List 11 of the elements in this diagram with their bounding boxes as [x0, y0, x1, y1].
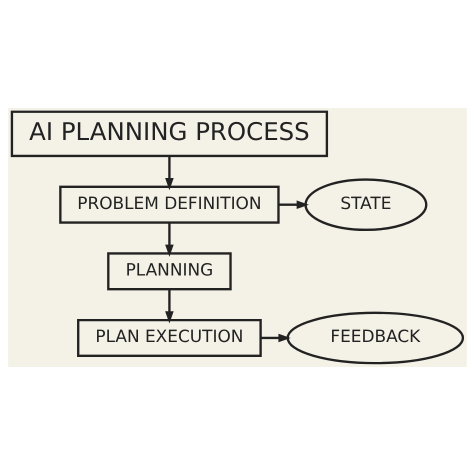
node-box: PROBLEM DEFINITION	[59, 186, 280, 224]
node-box: PLANNING	[107, 252, 232, 290]
node-ellipse: STATE	[304, 178, 428, 232]
arrow	[165, 156, 174, 190]
node-box: PLAN EXECUTION	[77, 318, 262, 358]
arrow	[165, 289, 174, 324]
node-box: AI PLANNING PROCESS	[10, 110, 328, 158]
arrow	[278, 200, 309, 209]
node-ellipse: FEEDBACK	[286, 312, 464, 364]
arrow	[260, 334, 291, 342]
arrow	[165, 222, 174, 257]
